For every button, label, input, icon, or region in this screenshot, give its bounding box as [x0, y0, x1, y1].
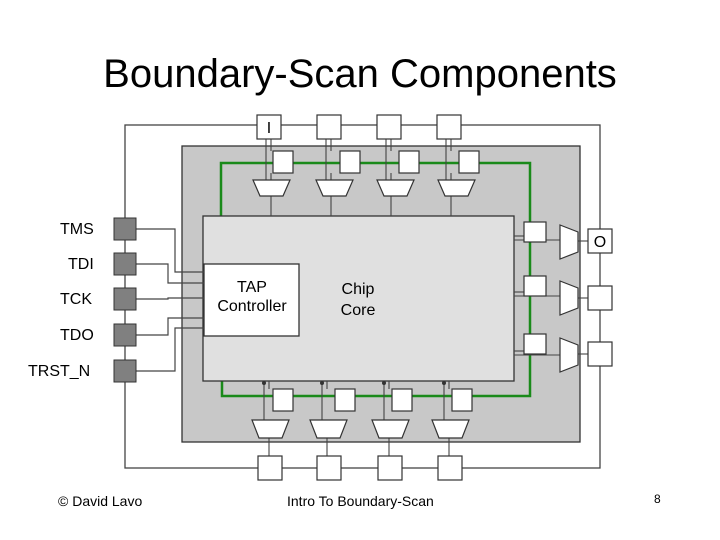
bottom-mux-3: [371, 419, 410, 439]
core-label-line1: Chip: [342, 281, 375, 298]
pin-trst-n: [113, 359, 137, 383]
bottom-mux-1: [251, 419, 290, 439]
top-cell-2: [339, 150, 361, 174]
core-label-line2: Core: [341, 302, 376, 319]
input-pin-label: I: [267, 120, 271, 137]
bottom-boundary-cells: [251, 381, 473, 481]
top-boundary-cells: I: [252, 114, 480, 216]
input-pin-4: [436, 114, 462, 140]
right-mux-3: [559, 337, 579, 373]
bottom-pin-2: [316, 455, 342, 481]
top-mux-1: [252, 179, 291, 197]
pin-tms: [113, 217, 137, 241]
pin-tdo: [113, 323, 137, 347]
pin-label-trst-n: TRST_N: [28, 363, 90, 380]
right-mux-2: [559, 280, 579, 316]
bottom-cell-3: [391, 388, 413, 412]
right-cell-3: [523, 333, 547, 355]
top-mux-2: [315, 179, 354, 197]
right-cell-2: [523, 275, 547, 297]
footer-author: © David Lavo: [58, 493, 143, 509]
output-pin-1: [587, 228, 613, 254]
pin-tck: [113, 287, 137, 311]
output-pin-2: [587, 285, 613, 311]
input-pin-1: [256, 114, 282, 140]
input-pin-3: [376, 114, 402, 140]
right-cell-1: [523, 221, 547, 243]
pin-label-tms: TMS: [60, 221, 94, 238]
top-mux-4: [437, 179, 476, 197]
bottom-pin-3: [377, 455, 403, 481]
top-cell-1: [272, 150, 294, 174]
output-pin-label: O: [594, 234, 606, 251]
tap-pins: [113, 217, 137, 383]
pin-label-tck: TCK: [60, 291, 92, 308]
top-cell-4: [458, 150, 480, 174]
tap-label-line2: Controller: [217, 298, 287, 315]
tap-label-line1: TAP: [237, 279, 267, 296]
input-pin-2: [316, 114, 342, 140]
right-mux-1: [559, 224, 579, 260]
output-pin-3: [587, 341, 613, 367]
bottom-cell-4: [451, 388, 473, 412]
bottom-cell-1: [272, 388, 294, 412]
bottom-cell-2: [334, 388, 356, 412]
page-number: 8: [654, 492, 661, 506]
bottom-pin-1: [257, 455, 283, 481]
right-boundary-cells: O: [514, 221, 613, 373]
pin-tdi: [113, 252, 137, 276]
bottom-mux-2: [309, 419, 348, 439]
bottom-mux-4: [431, 419, 470, 439]
tap-controller: [203, 263, 300, 337]
pin-label-tdo: TDO: [60, 327, 94, 344]
slide-title: Boundary-Scan Components: [103, 52, 617, 96]
top-cell-3: [398, 150, 420, 174]
pin-label-tdi: TDI: [68, 256, 94, 273]
tap-wiring: [136, 228, 204, 372]
footer-topic: Intro To Boundary-Scan: [287, 493, 434, 509]
top-mux-3: [376, 179, 415, 197]
bottom-pin-4: [437, 455, 463, 481]
